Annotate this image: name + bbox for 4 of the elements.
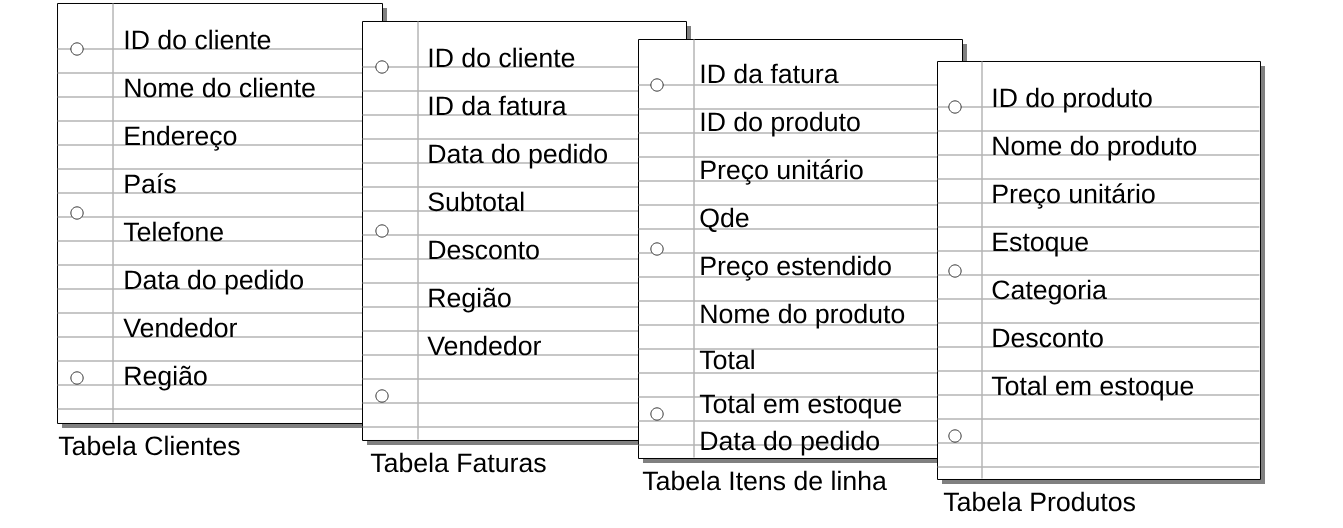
table-caption: Tabela Clientes bbox=[58, 435, 240, 456]
table-caption: Tabela Produtos bbox=[943, 491, 1135, 512]
table-caption: Tabela Itens de linha bbox=[642, 470, 887, 491]
table-caption: Tabela Faturas bbox=[370, 452, 546, 473]
